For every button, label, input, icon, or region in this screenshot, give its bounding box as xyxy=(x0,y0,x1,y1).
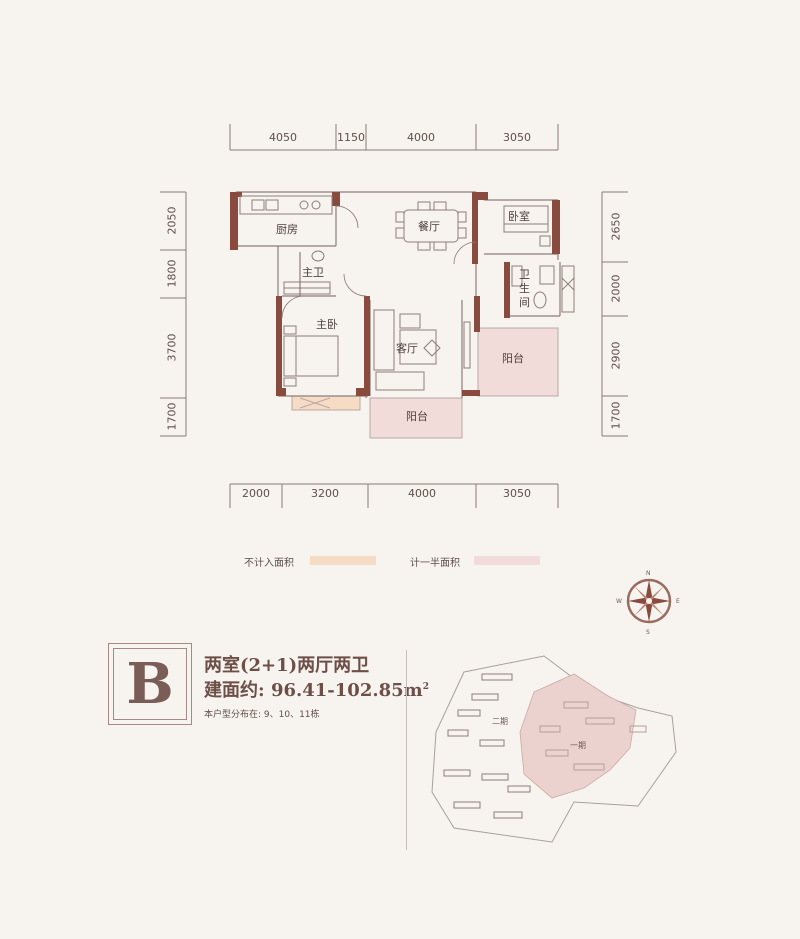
balcony-bottom-area xyxy=(369,397,463,439)
dining-table xyxy=(395,201,467,251)
dim-bottom-3: 4000 xyxy=(408,487,436,500)
master-bed xyxy=(283,325,339,387)
vertical-divider xyxy=(406,650,407,850)
dim-left-4: 1700 xyxy=(165,402,179,431)
unit-area-unit: m xyxy=(403,680,423,701)
phase1-area xyxy=(519,673,637,799)
compass-e: E xyxy=(676,598,680,605)
compass-s: S xyxy=(646,629,650,636)
legend-not-counted-swatch xyxy=(310,556,376,565)
legend-half-counted-swatch xyxy=(474,556,540,565)
room-label-bedroom: 卧室 xyxy=(508,209,530,223)
dim-right-2: 2000 xyxy=(609,274,623,303)
dim-bottom-2: 3200 xyxy=(311,487,339,500)
room-label-bath-3: 间 xyxy=(519,296,530,309)
dim-top-2: 1150 xyxy=(337,131,365,144)
unit-layout-title: 两室(2+1)两厅两卫 xyxy=(204,655,370,676)
living-furniture xyxy=(373,309,471,391)
room-label-master-bedroom: 主卧 xyxy=(316,318,338,331)
top-dimension-line xyxy=(229,124,559,151)
dim-left-1: 2050 xyxy=(165,206,179,235)
unit-area-value: 96.41-102.85 xyxy=(270,680,404,701)
unit-area-sup: 2 xyxy=(422,682,429,692)
room-label-bath-1: 卫 xyxy=(519,268,530,281)
unit-area-label: 建面约: xyxy=(204,680,265,701)
room-label-balcony-bottom: 阳台 xyxy=(406,409,428,423)
right-dimension-line xyxy=(601,191,628,437)
bay-window-area xyxy=(291,395,361,411)
balcony-right-area xyxy=(477,327,559,397)
right-bath-fixtures xyxy=(511,265,555,309)
room-label-bath-2: 生 xyxy=(519,281,530,295)
dim-bottom-4: 3050 xyxy=(503,487,531,500)
bay-window-cross xyxy=(299,397,331,409)
master-bath-fixtures xyxy=(283,250,331,295)
room-label-balcony-right: 阳台 xyxy=(502,351,524,365)
floor-plan: 厨房 餐厅 卧室 主卫 卫 生 间 主卧 客厅 阳台 阳台 xyxy=(160,124,628,508)
compass: N S E W xyxy=(616,570,680,636)
dim-right-3: 2900 xyxy=(609,341,623,370)
compass-w: W xyxy=(616,598,622,605)
dim-right-4: 1700 xyxy=(609,401,623,430)
dim-top-1: 4050 xyxy=(269,131,297,144)
bedroom-bed xyxy=(503,205,551,247)
room-label-kitchen: 厨房 xyxy=(276,223,298,236)
site-label-phase1: 一期 xyxy=(570,741,586,750)
bath-window xyxy=(561,265,575,313)
dim-left-2: 1800 xyxy=(165,259,179,288)
site-plan: 二期 一期 xyxy=(431,655,677,843)
legend-half-counted-label: 计一半面积 xyxy=(410,558,460,569)
room-label-living: 客厅 xyxy=(396,341,418,355)
door-arcs xyxy=(281,205,477,319)
dim-left-3: 3700 xyxy=(165,333,179,362)
compass-n: N xyxy=(646,570,651,577)
phase2-buildings xyxy=(443,673,531,819)
room-label-master-bath: 主卫 xyxy=(302,266,324,279)
unit-distribution: 本户型分布在: 9、10、11栋 xyxy=(204,710,320,720)
room-label-dining: 餐厅 xyxy=(418,219,440,233)
unit-type-letter: B xyxy=(113,648,187,720)
kitchen-counter xyxy=(239,195,333,215)
phase1-buildings xyxy=(539,701,647,771)
bottom-dimension-line xyxy=(229,483,559,508)
dim-top-3: 4000 xyxy=(407,131,435,144)
unit-type-badge: B xyxy=(108,643,192,725)
legend-not-counted-label: 不计入面积 xyxy=(244,558,294,569)
left-dimension-line xyxy=(160,191,187,437)
dim-top-4: 3050 xyxy=(503,131,531,144)
unit-area: 建面约: 96.41-102.85m2 xyxy=(204,676,429,702)
dim-bottom-1: 2000 xyxy=(242,487,270,500)
thick-walls xyxy=(230,192,560,396)
dim-right-1: 2650 xyxy=(609,212,623,241)
site-label-phase2: 二期 xyxy=(492,717,508,726)
